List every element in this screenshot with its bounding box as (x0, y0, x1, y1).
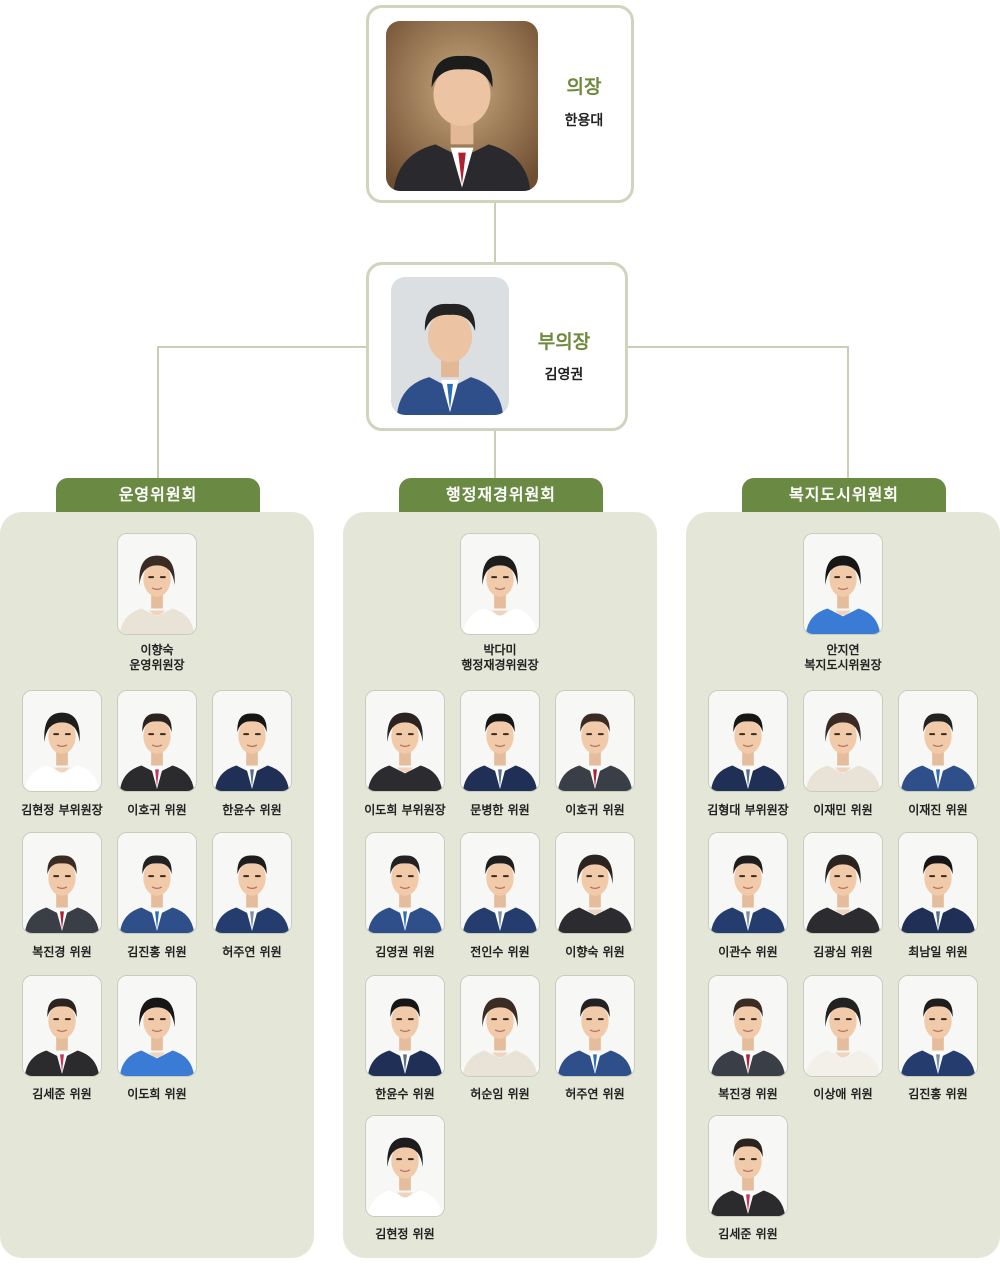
member-photo (117, 975, 197, 1077)
member-caption: 김세준 위원 (718, 1227, 778, 1241)
member-caption: 김영권 위원 (375, 945, 435, 959)
committee-chair-title: 복지도시위원장 (804, 658, 882, 672)
member-caption: 이재민 위원 (813, 803, 873, 817)
member-photo (898, 832, 978, 934)
member-photo (460, 832, 540, 934)
vice-chairman-photo (391, 277, 509, 415)
member-photo (212, 690, 292, 792)
member-caption: 김형대 부위원장 (707, 803, 789, 817)
member-caption: 허순임 위원 (470, 1087, 530, 1101)
committee-chair-photo (803, 533, 883, 635)
chairman-card: 의장 한용대 (366, 5, 634, 203)
connector-chair-vice (494, 202, 496, 262)
member-photo (117, 832, 197, 934)
committee-chair-title: 행정재경위원장 (461, 658, 539, 672)
member-photo (803, 690, 883, 792)
member-photo (555, 832, 635, 934)
member-photo (708, 975, 788, 1077)
member-photo (22, 975, 102, 1077)
member-caption: 복진경 위원 (718, 1087, 778, 1101)
member-caption: 이호귀 위원 (565, 803, 625, 817)
vice-chairman-role: 부의장 (537, 331, 591, 353)
committee-chair-name: 안지연 (826, 643, 860, 657)
member-caption: 김현정 위원 (375, 1227, 435, 1241)
connector-right-v (847, 346, 849, 480)
committee-tab-welfare-city: 복지도시위원회 (742, 478, 946, 512)
member-caption: 이향숙 위원 (565, 945, 625, 959)
connector-left-h (157, 346, 367, 348)
member-photo (460, 690, 540, 792)
chairman-photo (386, 21, 538, 191)
member-caption: 한윤수 위원 (375, 1087, 435, 1101)
member-photo (898, 975, 978, 1077)
committee-chair-title: 운영위원장 (129, 658, 185, 672)
vice-chairman-name: 김영권 (544, 367, 584, 383)
member-caption: 한윤수 위원 (222, 803, 282, 817)
member-caption: 전인수 위원 (470, 945, 530, 959)
member-photo (365, 690, 445, 792)
member-photo (365, 975, 445, 1077)
member-caption: 이재진 위원 (908, 803, 968, 817)
member-photo (555, 690, 635, 792)
vice-chairman-card: 부의장 김영권 (366, 262, 628, 431)
member-photo (803, 832, 883, 934)
member-caption: 김광심 위원 (813, 945, 873, 959)
member-caption: 김세준 위원 (32, 1087, 92, 1101)
member-photo (365, 1115, 445, 1217)
member-caption: 최남일 위원 (908, 945, 968, 959)
connector-left-v (157, 346, 159, 480)
member-caption: 김진홍 위원 (127, 945, 187, 959)
member-caption: 문병한 위원 (470, 803, 530, 817)
member-photo (460, 975, 540, 1077)
member-photo (708, 1115, 788, 1217)
member-photo (212, 832, 292, 934)
member-caption: 이도희 위원 (127, 1087, 187, 1101)
member-photo (117, 690, 197, 792)
member-caption: 김진홍 위원 (908, 1087, 968, 1101)
member-caption: 이관수 위원 (718, 945, 778, 959)
member-caption: 이호귀 위원 (127, 803, 187, 817)
member-caption: 허주연 위원 (565, 1087, 625, 1101)
member-photo (22, 690, 102, 792)
chairman-name: 한용대 (564, 113, 604, 129)
connector-vice-center (494, 430, 496, 480)
member-caption: 이도희 부위원장 (364, 803, 446, 817)
committee-tab-admin-finance: 행정재경위원회 (399, 478, 603, 512)
member-photo (898, 690, 978, 792)
member-caption: 복진경 위원 (32, 945, 92, 959)
committee-chair-photo (117, 533, 197, 635)
member-photo (365, 832, 445, 934)
member-caption: 김현정 부위원장 (21, 803, 103, 817)
connector-right-h (627, 346, 849, 348)
member-photo (22, 832, 102, 934)
committee-chair-name: 이향숙 (140, 643, 174, 657)
member-photo (708, 690, 788, 792)
member-caption: 허주연 위원 (222, 945, 282, 959)
committee-chair-name: 박다미 (483, 643, 517, 657)
committee-chair-photo (460, 533, 540, 635)
member-photo (708, 832, 788, 934)
committee-tab-operations: 운영위원회 (56, 478, 260, 512)
member-photo (803, 975, 883, 1077)
chairman-role: 의장 (566, 76, 602, 98)
member-photo (555, 975, 635, 1077)
member-caption: 이상애 위원 (813, 1087, 873, 1101)
